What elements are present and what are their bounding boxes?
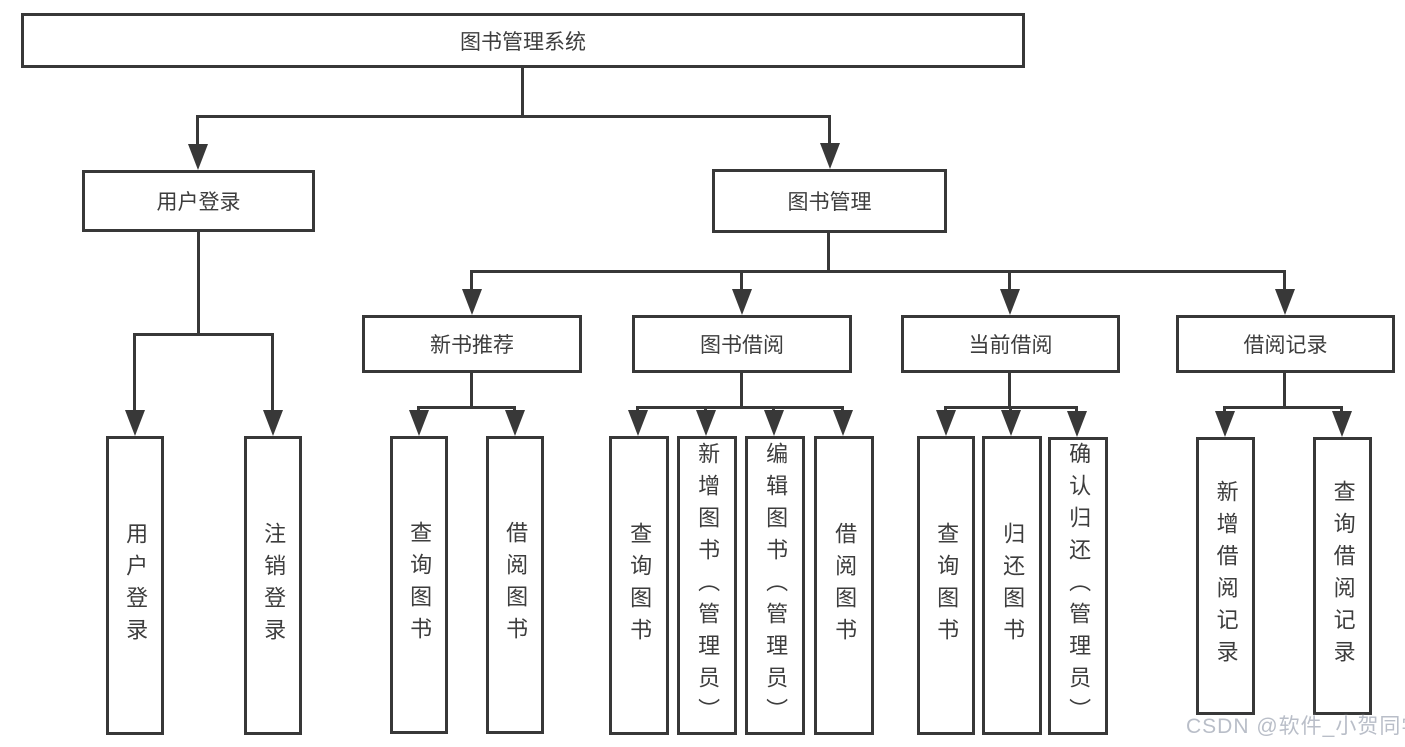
leaf-add-book-admin: 新增图书（管理员） [677, 436, 737, 735]
connector-stem-leaf-logout [271, 333, 274, 413]
node-label: 图书借阅 [700, 334, 784, 357]
node-label: 借阅记录 [1243, 334, 1328, 357]
connector-stem-query-borrow-record [1340, 406, 1343, 415]
connector-stem-user-login [196, 115, 199, 147]
node-label: 图书管理系统 [460, 30, 586, 54]
leaf-query-books-borrowing: 查询图书 [609, 436, 669, 735]
leaf-confirm-return-admin: 确认归还（管理员） [1048, 437, 1108, 735]
arrow-to-user-login [188, 144, 208, 170]
leaf-return-book: 归还图书 [982, 436, 1042, 735]
leaf-user-login: 用户登录 [106, 436, 164, 735]
node-label: 用户登录 [156, 191, 241, 214]
leaf-label: 查询图书 [407, 521, 433, 649]
connector-stem-current-borrowing [1008, 270, 1011, 292]
connector-recommend-stem [470, 373, 473, 409]
node-user-login: 用户登录 [82, 170, 315, 232]
leaf-label: 归还图书 [1000, 521, 1026, 650]
arrow-to-query-borrow-record [1332, 411, 1352, 437]
arrow-to-current-borrowing [1000, 289, 1020, 315]
arrow-to-book-borrowing [732, 289, 752, 315]
arrow-to-return-book [1001, 410, 1021, 436]
arrow-to-new-book-recommendation [462, 289, 482, 315]
arrow-to-edit-book-admin [764, 410, 784, 436]
arrow-to-query-books-borrowing [628, 410, 648, 436]
connector-stem-leaf-user-login [133, 333, 136, 413]
connector-stem-book-management [828, 115, 831, 146]
leaf-label: 新增图书（管理员） [695, 441, 721, 730]
leaf-add-borrow-record: 新增借阅记录 [1196, 437, 1255, 715]
connector-stem-new-book-recommendation [470, 270, 473, 292]
node-new-book-recommendation: 新书推荐 [362, 315, 582, 373]
arrow-to-query-books-recommend [409, 410, 429, 436]
connector-book-management-stem [827, 232, 830, 272]
arrow-to-leaf-logout [263, 410, 283, 436]
leaf-logout: 注销登录 [244, 436, 302, 735]
node-book-management: 图书管理 [712, 169, 947, 233]
node-label: 当前借阅 [968, 334, 1053, 357]
connector-records-bus [1223, 406, 1343, 409]
leaf-label: 查询借阅记录 [1330, 480, 1356, 672]
connector-stem-borrowing-records [1283, 270, 1286, 292]
arrow-to-borrowing-records [1275, 289, 1295, 315]
leaf-label: 注销登录 [261, 521, 287, 650]
node-book-borrowing: 图书借阅 [632, 315, 852, 373]
leaf-label: 确认归还（管理员） [1066, 442, 1092, 730]
connector-records-stem [1283, 373, 1286, 409]
connector-recommend-bus [417, 406, 516, 409]
leaf-borrow-books-recommend: 借阅图书 [486, 436, 544, 734]
connector-current-stem [1008, 373, 1011, 409]
node-library-management-system: 图书管理系统 [21, 13, 1025, 68]
connector-stem-add-borrow-record [1223, 406, 1226, 415]
arrow-to-add-borrow-record [1215, 411, 1235, 437]
leaf-edit-book-admin: 编辑图书（管理员） [745, 436, 805, 735]
leaf-query-books-current: 查询图书 [917, 436, 975, 735]
csdn-watermark: CSDN @软件_小贺同学 [1186, 715, 1405, 738]
connector-stem-book-borrowing [740, 270, 743, 292]
node-current-borrowing: 当前借阅 [901, 315, 1120, 373]
leaf-label: 查询图书 [934, 521, 960, 650]
arrow-to-borrow-books-recommend [505, 410, 525, 436]
arrow-to-add-book-admin [696, 410, 716, 436]
node-label: 新书推荐 [430, 334, 514, 357]
node-borrowing-records: 借阅记录 [1176, 315, 1395, 373]
arrow-to-query-books-current [936, 410, 956, 436]
leaf-query-books-recommend: 查询图书 [390, 436, 448, 734]
leaf-label: 借阅图书 [832, 521, 858, 650]
node-label: 图书管理 [787, 191, 872, 214]
arrow-to-book-management [820, 143, 840, 169]
arrow-to-borrow-books-borrowing [833, 410, 853, 436]
leaf-query-borrow-record: 查询借阅记录 [1313, 437, 1372, 715]
leaf-label: 新增借阅记录 [1213, 480, 1239, 672]
connector-borrowing-bus [636, 406, 844, 409]
connector-user-login-stem [197, 231, 200, 335]
connector-user-login-bus [133, 333, 274, 336]
connector-borrowing-stem [740, 373, 743, 409]
arrow-to-confirm-return-admin [1067, 411, 1087, 437]
connector-stem-confirm-return-admin [1075, 406, 1078, 415]
leaf-label: 借阅图书 [503, 521, 529, 649]
leaf-borrow-books-borrowing: 借阅图书 [814, 436, 874, 735]
connector-root-stem [521, 67, 524, 117]
leaf-label: 编辑图书（管理员） [763, 441, 789, 730]
arrow-to-leaf-user-login [125, 410, 145, 436]
connector-level2-bus [196, 115, 831, 118]
leaf-label: 查询图书 [627, 521, 653, 650]
leaf-label: 用户登录 [123, 521, 149, 650]
connector-level3-bus [470, 270, 1286, 273]
